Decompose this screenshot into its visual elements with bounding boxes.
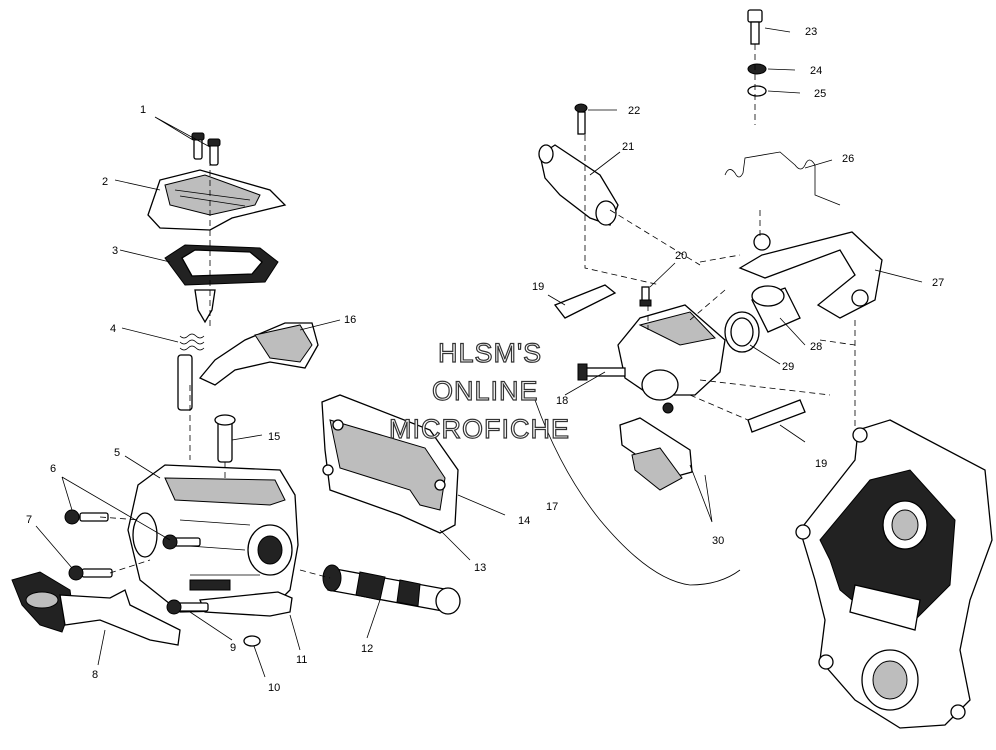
callout-17: 17 — [546, 501, 558, 513]
part-caliper-body — [617, 304, 726, 414]
part-28-bushing — [751, 285, 801, 333]
callouts: 1 2 3 4 16 15 5 6 7 8 9 10 11 12 13 14 1… — [26, 26, 944, 694]
part-7-screw — [68, 565, 113, 581]
callout-18: 18 — [556, 395, 568, 407]
watermark: HLSM'S ONLINE MICROFICHE — [388, 337, 570, 444]
callout-30: 30 — [712, 535, 724, 547]
callout-4: 4 — [110, 323, 116, 335]
part-6-screws — [64, 509, 201, 550]
part-19-pad-upper — [553, 284, 617, 319]
part-8-brake-lever — [11, 571, 181, 646]
part-11-lower-housing — [199, 591, 293, 617]
part-19-pad-lower — [747, 399, 806, 433]
callout-6: 6 — [50, 463, 56, 475]
callout-15: 15 — [268, 431, 280, 443]
part-17-hose — [534, 399, 741, 586]
callout-14: 14 — [518, 515, 530, 527]
callout-5: 5 — [114, 447, 120, 459]
part-10-washer — [243, 635, 261, 647]
part-5-housing — [127, 464, 299, 613]
part-12-shaft — [322, 564, 461, 615]
watermark-line-3: MICROFICHE — [389, 414, 570, 444]
callout-13: 13 — [474, 562, 486, 574]
part-20-bleeder — [639, 286, 652, 307]
part-21-fitting — [538, 144, 619, 226]
callout-10: 10 — [268, 682, 280, 694]
left-assembly — [11, 132, 461, 647]
part-4-spring — [179, 333, 205, 351]
part-23-bolt — [747, 9, 763, 45]
alignment-lines-left — [99, 150, 331, 579]
part-24-washer — [747, 63, 767, 75]
part-2-cover — [147, 169, 287, 231]
plunger — [194, 289, 216, 324]
part-26-spring-clip — [724, 151, 841, 206]
part-18-bolt — [577, 363, 626, 381]
callout-16: 16 — [344, 314, 356, 326]
callout-12: 12 — [361, 643, 373, 655]
part-9-screw — [166, 599, 209, 615]
part-3-gasket — [164, 244, 279, 286]
part-13-14-side-cover — [321, 394, 459, 534]
callout-2: 2 — [102, 176, 108, 188]
callout-26: 26 — [842, 153, 854, 165]
part-16-throttle-lever — [177, 322, 319, 411]
callout-8: 8 — [92, 669, 98, 681]
right-assembly — [534, 9, 993, 729]
watermark-line-1: HLSM'S — [438, 338, 542, 368]
part-22-screw — [574, 103, 588, 135]
part-25-washer — [747, 85, 767, 97]
callout-7: 7 — [26, 514, 32, 526]
watermark-line-2: ONLINE — [432, 376, 539, 406]
callout-19-lower: 19 — [815, 458, 827, 470]
part-27-bracket — [738, 231, 883, 319]
callout-3: 3 — [112, 245, 118, 257]
callout-23: 23 — [805, 26, 817, 38]
part-30-pad — [619, 417, 693, 479]
callout-9: 9 — [230, 642, 236, 654]
callout-25: 25 — [814, 88, 826, 100]
callout-29: 29 — [782, 361, 794, 373]
callout-27: 27 — [932, 277, 944, 289]
alignment-lines-right — [584, 135, 856, 430]
part-15-pin — [214, 414, 236, 463]
callout-21: 21 — [622, 141, 634, 153]
part-1-screws — [191, 132, 221, 166]
callout-28: 28 — [810, 341, 822, 353]
part-chaincase-housing — [795, 419, 993, 729]
leader-lines — [35, 27, 923, 678]
callout-20: 20 — [675, 250, 687, 262]
callout-1: 1 — [140, 104, 146, 116]
callout-22: 22 — [628, 105, 640, 117]
callout-11: 11 — [296, 654, 307, 666]
callout-24: 24 — [810, 65, 822, 77]
callout-19-upper: 19 — [532, 281, 544, 293]
